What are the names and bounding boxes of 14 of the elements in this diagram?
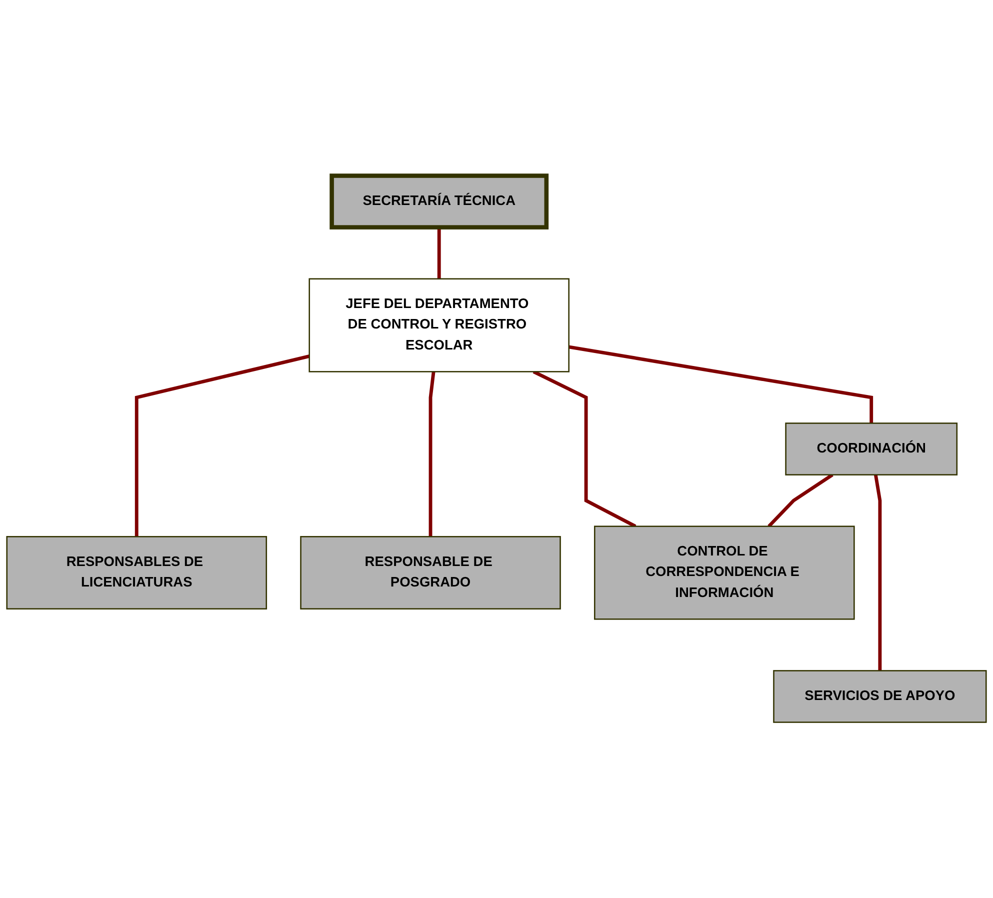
node-box: JEFE DEL DEPARTAMENTO DE CONTROL Y REGISTRO ESCOLAR: [308, 278, 570, 372]
connector: [768, 473, 834, 528]
connector: [428, 371, 436, 537]
node-box: SECRETARÍA TÉCNICA: [330, 174, 549, 230]
connector: [568, 345, 874, 424]
connector: [874, 474, 882, 671]
connector: [134, 354, 310, 537]
node-box: RESPONSABLE DE POSGRADO: [300, 536, 561, 610]
node-box: COORDINACIÓN: [785, 422, 958, 476]
connector: [437, 227, 441, 279]
node-box: SERVICIOS DE APOYO: [773, 670, 987, 723]
connector: [532, 370, 636, 528]
node-box: CONTROL DE CORRESPONDENCIA E INFORMACIÓN: [594, 526, 855, 620]
node-box: RESPONSABLES DE LICENCIATURAS: [6, 536, 268, 610]
